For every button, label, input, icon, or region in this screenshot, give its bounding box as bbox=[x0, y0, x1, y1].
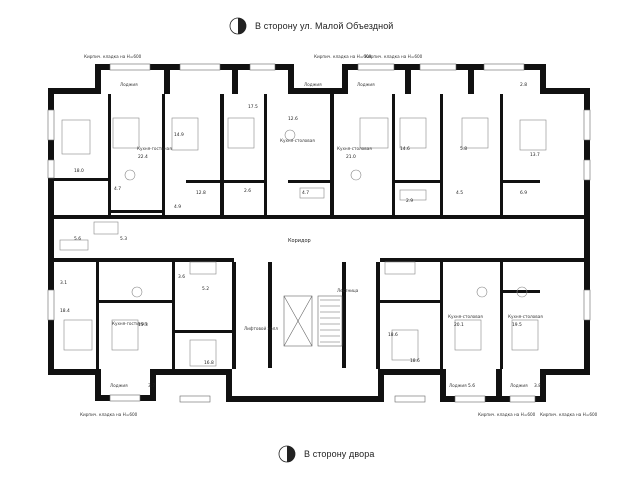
area-label: 5.6 bbox=[468, 383, 475, 389]
area-label: 19.5 bbox=[512, 322, 522, 328]
area-label: 20.1 bbox=[454, 322, 464, 328]
loggia-label-2: Лоджия bbox=[304, 82, 322, 87]
stairs-label: Лестница bbox=[337, 288, 359, 293]
window-note-5: Кирпич. кладка на H=600 bbox=[478, 412, 536, 417]
area-label: 3.7 bbox=[148, 383, 155, 389]
area-label: 17.5 bbox=[248, 104, 258, 110]
compass-icon bbox=[229, 17, 247, 35]
compass-icon bbox=[278, 445, 296, 463]
area-label: 3.1 bbox=[60, 280, 67, 286]
outer-walls bbox=[48, 64, 590, 402]
kitchen-label-4: Кухня-гостиная bbox=[112, 321, 147, 326]
orientation-top-label: В сторону ул. Малой Объездной bbox=[255, 21, 394, 31]
orientation-top: В сторону ул. Малой Объездной bbox=[229, 17, 393, 35]
area-label: 18.4 bbox=[60, 308, 70, 314]
area-label: 5.2 bbox=[202, 286, 209, 292]
room-labels: Коридор Лестница Лифтовой холл Кухня-гос… bbox=[80, 54, 598, 417]
area-label: 14.6 bbox=[400, 146, 410, 152]
orientation-bottom-label: В сторону двора bbox=[304, 449, 375, 459]
window-note-6: Кирпич. кладка на H=600 bbox=[540, 412, 598, 417]
kitchen-label-3: Кухня-столовая bbox=[337, 146, 372, 151]
area-label: 12.8 bbox=[196, 190, 206, 196]
loggia-label-5: Лоджия bbox=[449, 383, 467, 388]
loggia-label-6: Лоджия bbox=[510, 383, 528, 388]
windows bbox=[47, 63, 591, 403]
area-label: 18.6 bbox=[388, 332, 398, 338]
window-note-1: Кирпич. кладка на H=600 bbox=[84, 54, 142, 59]
kitchen-label-6: Кухня-столовая bbox=[508, 314, 543, 319]
lift-label: Лифтовой холл bbox=[244, 326, 278, 331]
area-label: 3.6 bbox=[178, 274, 185, 280]
area-label: 15.3 bbox=[138, 322, 148, 328]
area-label: 16.8 bbox=[204, 360, 214, 366]
stairwell bbox=[283, 295, 343, 347]
area-label: 4.7 bbox=[302, 190, 309, 196]
interior-walls bbox=[54, 94, 584, 369]
area-label: 22.4 bbox=[138, 154, 148, 160]
area-labels: 18.0 22.4 4.7 14.9 17.5 12.8 4.9 2.6 4.7… bbox=[60, 82, 541, 389]
area-label: 2.8 bbox=[520, 82, 527, 88]
kitchen-label-5: Кухня-столовая bbox=[448, 314, 483, 319]
loggia-label-4: Лоджия bbox=[110, 383, 128, 388]
area-label: 4.5 bbox=[456, 190, 463, 196]
area-label: 13.7 bbox=[530, 152, 540, 158]
area-label: 5.8 bbox=[460, 146, 467, 152]
area-label: 18.0 bbox=[74, 168, 84, 174]
window-note-2: Кирпич. кладка на H=600 bbox=[314, 54, 372, 59]
orientation-bottom: В сторону двора bbox=[278, 445, 374, 463]
window-note-3: Кирпич. кладка на H=600 bbox=[365, 54, 423, 59]
furniture bbox=[59, 117, 547, 367]
area-label: 21.0 bbox=[346, 154, 356, 160]
area-label: 4.9 bbox=[174, 204, 181, 210]
area-label: 4.7 bbox=[114, 186, 121, 192]
kitchen-label-2: Кухня-столовая bbox=[280, 138, 315, 143]
loggia-label-3: Лоджия bbox=[357, 82, 375, 87]
area-label: 12.6 bbox=[288, 116, 298, 122]
area-label: 2.9 bbox=[406, 198, 413, 204]
area-label: 3.8 bbox=[534, 383, 541, 389]
kitchen-label-1: Кухня-гостиная bbox=[137, 146, 172, 151]
area-label: 6.9 bbox=[520, 190, 527, 196]
loggia-label-1: Лоджия bbox=[120, 82, 138, 87]
area-label: 14.9 bbox=[174, 132, 184, 138]
area-label: 5.3 bbox=[120, 236, 127, 242]
area-label: 2.6 bbox=[244, 188, 251, 194]
window-note-4: Кирпич. кладка на H=600 bbox=[80, 412, 138, 417]
area-label: 18.6 bbox=[410, 358, 420, 364]
corridor-label: Коридор bbox=[288, 238, 311, 244]
area-label: 5.6 bbox=[74, 236, 81, 242]
